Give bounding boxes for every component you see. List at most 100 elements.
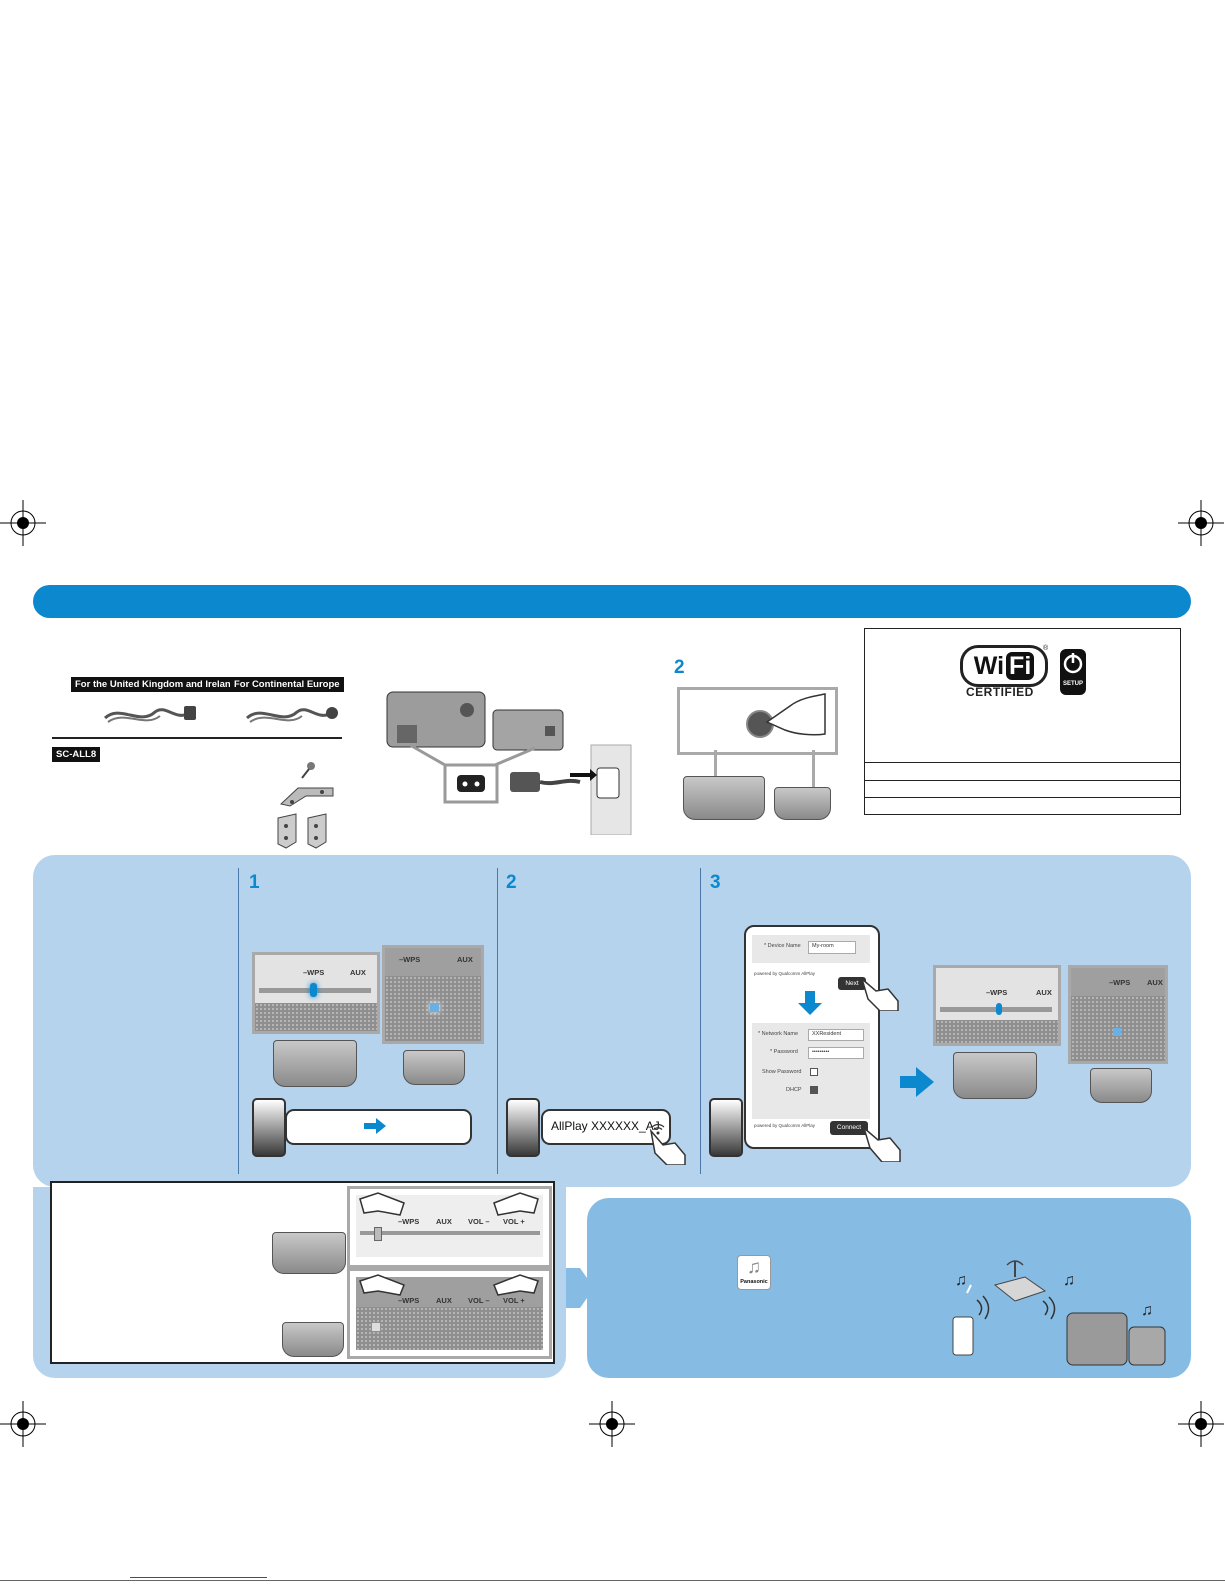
wps-label: –WPS [399,955,421,964]
wps-label: –WPS [1109,978,1131,987]
vol-minus-label: VOL – [468,1296,490,1305]
wps-label: –WPS [398,1296,420,1305]
wps-label: –WPS [303,968,325,977]
control-strip [385,948,481,976]
network-name-select[interactable]: XXResident [808,1029,864,1041]
tapping-hand-icon [649,1128,686,1165]
wifi-word-b: Fi [1006,652,1035,680]
table-rule [865,762,1180,763]
vol-plus-label: VOL + [503,1296,525,1305]
table-rule [865,797,1180,798]
footer-link-underline [130,1577,267,1578]
control-strip [1071,968,1165,996]
wps-callout-large: –WPS AUX [933,965,1061,1046]
registration-mark-icon [589,1401,635,1447]
wps-label: –WPS [986,988,1008,997]
aux-label: AUX [350,968,366,977]
control-rail [360,1231,540,1235]
column-divider [700,868,701,1174]
app-brand-label: Panasonic [740,1279,768,1285]
registration-mark-icon [0,500,46,546]
speaker-large [272,1232,346,1274]
vol-plus-label: VOL + [503,1217,525,1226]
network-step2-number: 2 [506,872,517,893]
aux-label: AUX [436,1296,452,1305]
wifi-settings-bubble [285,1109,472,1145]
speaker-grille [356,1307,543,1350]
eu-cord-label: For Continental Europe [230,677,344,692]
accessories-divider [52,737,342,739]
password-label: * Password [770,1049,798,1055]
column-divider [497,868,498,1174]
svg-text:♫: ♫ [955,1272,967,1289]
music-note-icon: ♫ [746,1257,762,1278]
wifi-setup-badge: SETUP [1060,649,1086,695]
wifi-certified-text: CERTIFIED [966,685,1034,699]
footer-line [0,1580,1225,1581]
wifi-icon [651,1123,665,1135]
dhcp-checkbox[interactable] [810,1086,818,1094]
tapping-hand-icon [862,1125,901,1162]
wps-vol-callout-small: –WPS AUX VOL – VOL + [347,1268,552,1359]
pressing-hand-icon [359,1192,405,1216]
registered-mark: ® [1043,645,1049,652]
pressing-hand-icon [359,1274,405,1296]
wps-callout-large: –WPS AUX [252,952,380,1034]
speaker-small [1090,1068,1152,1103]
callout-lead-line [812,750,815,787]
next-button[interactable]: Next [838,977,866,990]
ssid-text[interactable]: AllPlay XXXXXX_AJ [551,1119,660,1133]
smartphone-icon [252,1098,286,1157]
wps-indicator-light [374,1227,382,1241]
pressing-hand-icon [493,1274,539,1296]
wps-indicator-light [1113,1028,1121,1036]
powered-by-text: powered by Qualcomm AllPlay [754,1123,816,1128]
aux-label: AUX [436,1217,452,1226]
power-connection-illustration [386,691,632,835]
arrow-right-icon [900,1067,934,1097]
network-diagram: ♫ ♫ ♫ [952,1260,1166,1366]
show-password-checkbox[interactable] [810,1068,818,1076]
speaker-grille [936,1020,1058,1043]
eu-power-cord-icon [245,707,338,723]
smartphone-icon [709,1098,743,1157]
svg-text:♫: ♫ [1141,1302,1153,1319]
powered-by-text: powered by Qualcomm AllPlay [754,971,816,976]
speaker-large [953,1052,1037,1099]
device-name-input[interactable]: My-room [808,941,856,954]
connect-button[interactable]: Connect [830,1121,868,1135]
svg-text:♫: ♫ [1063,1272,1075,1289]
screw-icon [301,762,315,779]
wps-callout-small: –WPS AUX [382,945,484,1044]
wps-indicator-light [310,983,317,997]
callout-lead-line [714,750,717,776]
wps-callout-small: –WPS AUX [1068,965,1168,1064]
uk-power-cord-icon [103,706,196,723]
registration-mark-icon [1178,500,1224,546]
setup-badge-text: SETUP [1062,681,1083,687]
table-rule [865,780,1180,781]
wall-bracket-icon [279,787,334,807]
wifi-word-a: Wi [973,652,1005,680]
speaker-small [282,1322,344,1357]
wps-vol-callout-large: –WPS AUX VOL – VOL + [347,1186,552,1268]
column-divider [238,868,239,1174]
pressing-hand-icon [493,1192,539,1216]
stand-brackets-icon [277,813,327,849]
panasonic-app-icon[interactable]: ♫ Panasonic [737,1255,771,1290]
setup-form-screen: * Device Name My-room powered by Qualcom… [744,925,880,1149]
section-banner [33,585,1191,618]
password-input[interactable]: ••••••••• [808,1047,864,1059]
pointing-finger-icon [765,693,826,736]
uk-cord-label: For the United Kingdom and Ireland [71,677,241,692]
wps-indicator-light [372,1323,380,1331]
dhcp-label: DHCP [786,1087,802,1093]
vol-minus-label: VOL – [468,1217,490,1226]
arrow-down-icon [798,991,822,1015]
speaker-large [273,1040,357,1087]
show-password-label: Show Password [762,1069,802,1075]
speaker-small [403,1050,465,1085]
aux-label: AUX [1036,988,1052,997]
speaker-small [774,787,831,820]
